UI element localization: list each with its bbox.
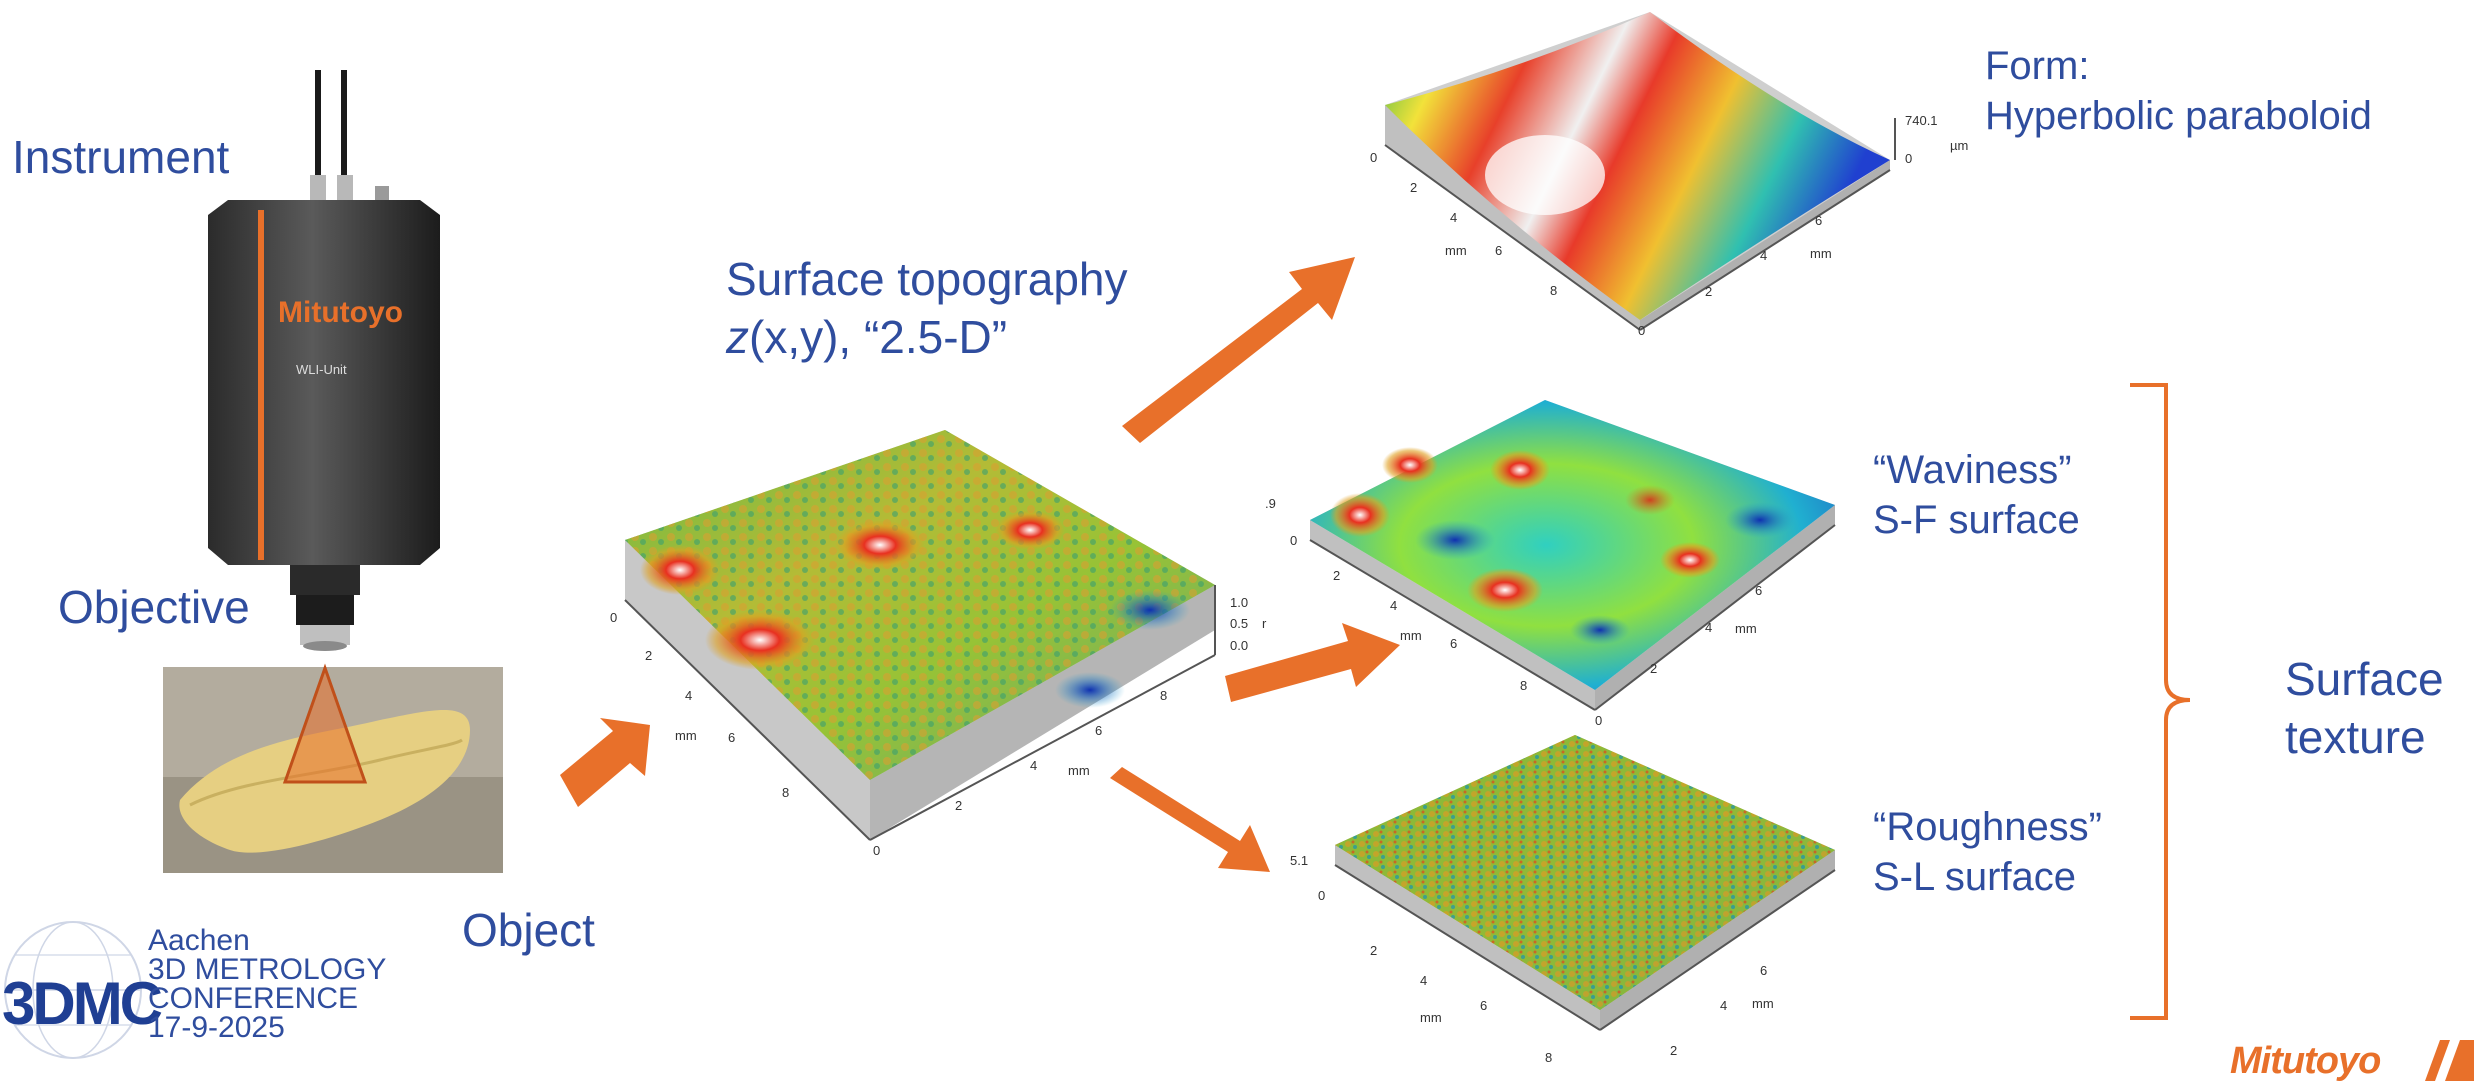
waviness-y-tick: 6	[1450, 636, 1457, 651]
objective-label: Objective	[58, 581, 250, 633]
roughness-y-unit: mm	[1420, 1010, 1442, 1025]
footer-slash-icon	[2425, 1040, 2450, 1081]
waviness-y-tick: 2	[1333, 568, 1340, 583]
form-plot-axis-labels: 740.1 0 µm 0 2 4 6 8 mm 0 2 4 6 mm	[1370, 113, 1968, 338]
footer-slash-icon	[2445, 1040, 2474, 1081]
roughness-plot	[1334, 735, 1836, 1031]
roughness-y-tick: 2	[1370, 943, 1377, 958]
main-x-tick: 8	[1160, 688, 1167, 703]
waviness-plot	[1309, 400, 1836, 711]
form-y-unit: mm	[1445, 243, 1467, 258]
surface-texture-label: Surface	[2285, 653, 2444, 705]
topography-subtitle: z(x,y), “2.5-D”	[726, 310, 1007, 365]
waviness-z-top: .9	[1265, 496, 1276, 511]
waviness-description: S-F surface	[1873, 498, 2080, 542]
form-x-tick: 6	[1815, 213, 1822, 228]
roughness-y-tick: 4	[1420, 973, 1427, 988]
form-z-unit: µm	[1950, 138, 1968, 153]
form-x-unit: mm	[1810, 246, 1832, 261]
roughness-z-top: 5.1	[1290, 853, 1308, 868]
arrow-to-roughness	[1110, 767, 1270, 872]
form-plot	[1384, 12, 1896, 331]
waviness-y-tick: 4	[1390, 598, 1397, 613]
waviness-y-tick: 8	[1520, 678, 1527, 693]
topography-z-italic: z	[726, 311, 749, 363]
3dmc-logo-text: 3DMC	[2, 970, 163, 1037]
surface-texture-label-line2: texture	[2285, 711, 2426, 763]
conference-city: Aachen	[148, 924, 250, 957]
main-y-tick: 0	[610, 610, 617, 625]
footer-brand-logo: Mitutoyo	[2230, 1040, 2381, 1082]
waviness-label: “Waviness”	[1873, 448, 2072, 492]
arrow-to-form	[1122, 257, 1355, 443]
waviness-y-tick: 0	[1290, 533, 1297, 548]
main-x-tick: 6	[1095, 723, 1102, 738]
main-y-tick: 6	[728, 730, 735, 745]
main-z-tick: 0.5	[1230, 616, 1248, 631]
roughness-x-tick: 4	[1720, 998, 1727, 1013]
roughness-x-unit: mm	[1752, 996, 1774, 1011]
waviness-x-tick: 2	[1650, 661, 1657, 676]
form-y-tick: 2	[1410, 180, 1417, 195]
topography-title: Surface topography	[726, 253, 1128, 305]
conference-info: Aachen 3D METROLOGY CONFERENCE 17-9-2025	[148, 924, 387, 1044]
waviness-x-unit: mm	[1735, 621, 1757, 636]
object-label: Object	[462, 904, 595, 956]
form-label: Form:	[1985, 44, 2090, 88]
main-topography-plot	[624, 430, 1216, 841]
form-y-tick: 8	[1550, 283, 1557, 298]
main-plot-axis-labels: 1.0 0.5 0.0 r 0 2 4 6 8 mm 0 2 4 6 8 mm	[610, 595, 1267, 858]
surface-texture-bracket	[2130, 383, 2191, 1020]
instrument-label: Instrument	[12, 131, 230, 183]
camera-brand-text: Mitutoyo	[278, 296, 403, 329]
roughness-plot-axis-labels: 5.1 0 2 4 6 8 mm 2 4 6 mm	[1290, 853, 1774, 1065]
roughness-description: S-L surface	[1873, 855, 2077, 899]
form-x-tick: 4	[1760, 248, 1767, 263]
form-y-tick: 0	[1370, 150, 1377, 165]
form-x-tick: 0	[1638, 323, 1645, 338]
object-photo	[163, 663, 503, 873]
main-x-unit: mm	[1068, 763, 1090, 778]
3dmc-logo-icon	[4, 921, 142, 1059]
waviness-plot-axis-labels: .9 0 2 4 6 8 mm 0 2 4 6 mm	[1265, 496, 1762, 728]
main-y-tick: 4	[685, 688, 692, 703]
instrument-camera: Mitutoyo WLI-Unit	[208, 70, 440, 651]
arrow-to-waviness	[1225, 623, 1400, 702]
camera-model-text: WLI-Unit	[296, 362, 347, 377]
main-z-unit: r	[1262, 616, 1267, 631]
form-z-tick: 740.1	[1905, 113, 1938, 128]
waviness-x-tick: 6	[1755, 583, 1762, 598]
main-y-tick: 8	[782, 785, 789, 800]
main-y-unit: mm	[675, 728, 697, 743]
main-y-tick: 2	[645, 648, 652, 663]
waviness-x-tick: 4	[1705, 620, 1712, 635]
main-x-tick: 4	[1030, 758, 1037, 773]
main-x-tick: 2	[955, 798, 962, 813]
waviness-x-tick: 0	[1595, 713, 1602, 728]
main-x-tick: 0	[873, 843, 880, 858]
form-description: Hyperbolic paraboloid	[1985, 94, 2372, 138]
roughness-x-tick: 6	[1760, 963, 1767, 978]
waviness-y-unit: mm	[1400, 628, 1422, 643]
form-y-tick: 4	[1450, 210, 1457, 225]
form-x-tick: 2	[1705, 284, 1712, 299]
roughness-y-tick: 0	[1318, 888, 1325, 903]
conference-date: 17-9-2025	[148, 1011, 285, 1044]
roughness-y-tick: 6	[1480, 998, 1487, 1013]
conference-name-line2: CONFERENCE	[148, 982, 359, 1015]
arrow-object-to-topography	[560, 718, 650, 807]
conference-name-line1: 3D METROLOGY	[148, 953, 387, 986]
roughness-x-tick: 2	[1670, 1043, 1677, 1058]
form-y-tick: 6	[1495, 243, 1502, 258]
main-z-tick: 0.0	[1230, 638, 1248, 653]
roughness-label: “Roughness”	[1873, 805, 2103, 849]
topography-subtitle-rest: (x,y), “2.5-D”	[749, 311, 1008, 363]
form-z-tick: 0	[1905, 151, 1912, 166]
roughness-y-tick: 8	[1545, 1050, 1552, 1065]
main-z-tick: 1.0	[1230, 595, 1248, 610]
